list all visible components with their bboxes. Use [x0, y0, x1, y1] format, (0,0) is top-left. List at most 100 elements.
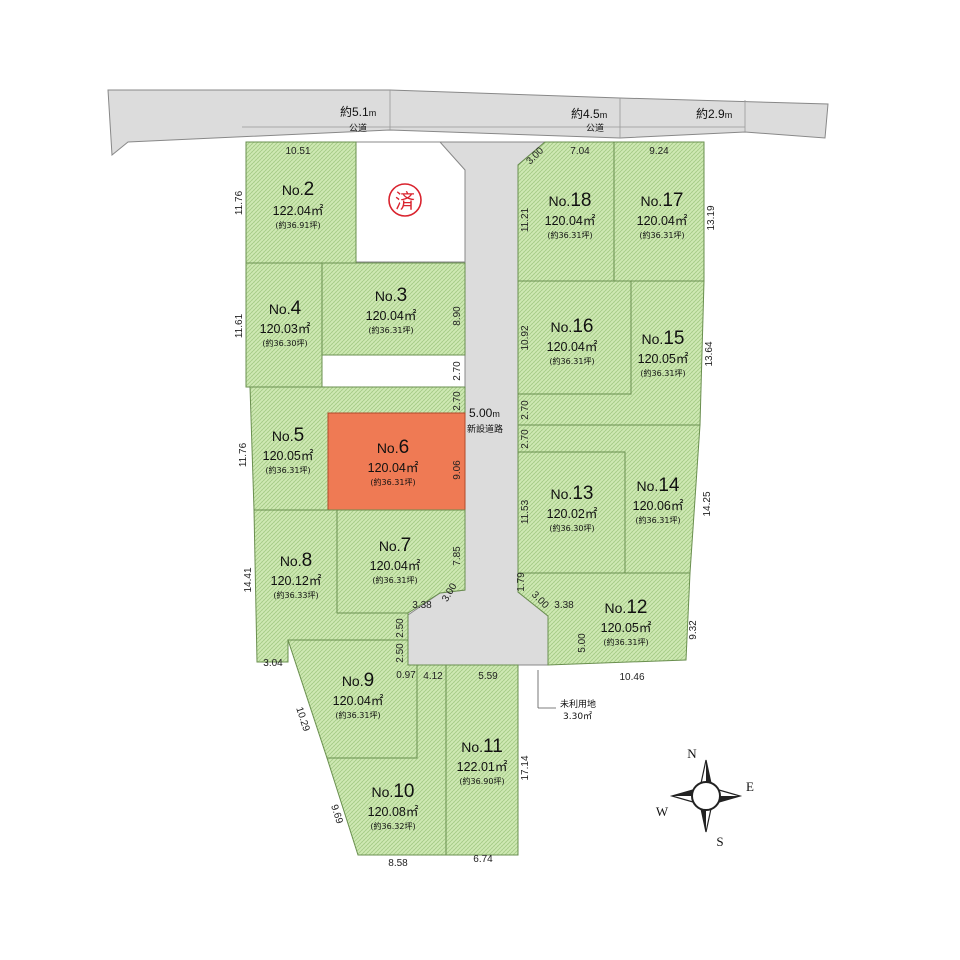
dimension-label: 14.25 — [702, 491, 713, 516]
svg-text:(約36.31坪): (約36.31坪) — [265, 465, 310, 475]
compass-east: E — [746, 779, 754, 794]
lot-6[interactable] — [327, 412, 466, 511]
lot-18-label: No.18 120.04㎡ (約36.31坪) — [545, 190, 596, 240]
lot-16-label: No.16 120.04㎡ (約36.31坪) — [547, 316, 598, 366]
svg-text:(約36.32坪): (約36.32坪) — [370, 821, 415, 831]
svg-text:No.10: No.10 — [372, 781, 415, 802]
svg-text:120.12㎡: 120.12㎡ — [271, 574, 322, 588]
dimension-label: 2.70 — [452, 361, 463, 381]
dimension-label: 2.50 — [395, 643, 406, 663]
unused-land-area: 3.30㎡ — [563, 711, 592, 722]
lot-7-label: No.7 120.04㎡ (約36.31坪) — [370, 535, 421, 585]
dimension-label: 4.12 — [423, 671, 443, 682]
lot-16[interactable] — [517, 280, 632, 395]
dimension-label: 5.00 — [577, 633, 588, 653]
svg-text:120.08㎡: 120.08㎡ — [368, 805, 419, 819]
svg-text:120.05㎡: 120.05㎡ — [638, 352, 689, 366]
compass-north: N — [687, 746, 697, 761]
dimension-label: 14.41 — [243, 567, 254, 592]
dimension-label: 3.04 — [263, 658, 283, 669]
compass-south: S — [716, 834, 723, 849]
unused-land-label: 未利用地 — [560, 698, 596, 710]
svg-text:120.04㎡: 120.04㎡ — [370, 559, 421, 573]
svg-text:120.04㎡: 120.04㎡ — [333, 694, 384, 708]
svg-text:No.4: No.4 — [269, 298, 302, 319]
dimension-label: 10.51 — [285, 146, 310, 157]
svg-text:122.04㎡: 122.04㎡ — [273, 204, 324, 218]
new-road-width: 5.00m — [469, 406, 500, 420]
svg-text:No.3: No.3 — [375, 285, 407, 306]
dimension-label: 6.74 — [473, 854, 493, 865]
svg-text:(約36.31坪): (約36.31坪) — [372, 575, 417, 585]
dimension-label: 11.53 — [520, 499, 531, 524]
svg-text:No.8: No.8 — [280, 550, 312, 571]
lot-7[interactable] — [336, 509, 466, 614]
new-road-name: 新設道路 — [467, 423, 503, 435]
svg-text:No.18: No.18 — [549, 190, 592, 211]
dimension-label: 5.59 — [478, 671, 498, 682]
lot-3-label: No.3 120.04㎡ (約36.31坪) — [366, 285, 417, 335]
dimension-label: 9.06 — [452, 460, 463, 480]
svg-text:(約36.91坪): (約36.91坪) — [275, 220, 320, 230]
dimension-label: 11.76 — [234, 190, 245, 215]
dimension-label: 11.21 — [520, 207, 531, 232]
road-name-2: 公道 — [586, 122, 604, 134]
lot-15-label: No.15 120.05㎡ (約36.31坪) — [638, 328, 689, 378]
dimension-label: 2.50 — [395, 618, 406, 638]
dimension-label: 10.29 — [293, 706, 311, 734]
dimension-label: 3.38 — [554, 600, 574, 611]
lot-12[interactable] — [517, 572, 691, 666]
svg-text:No.5: No.5 — [272, 425, 304, 446]
lot-8-label: No.8 120.12㎡ (約36.33坪) — [271, 550, 322, 600]
sold-stamp-text: 済 — [395, 189, 415, 213]
lot-14-label: No.14 120.06㎡ (約36.31坪) — [633, 475, 684, 525]
lot-4-label: No.4 120.03㎡ (約36.30坪) — [260, 298, 311, 348]
svg-text:120.02㎡: 120.02㎡ — [547, 507, 598, 521]
lot-11[interactable] — [445, 664, 519, 856]
svg-text:120.04㎡: 120.04㎡ — [368, 461, 419, 475]
svg-text:120.05㎡: 120.05㎡ — [601, 621, 652, 635]
svg-text:120.03㎡: 120.03㎡ — [260, 322, 311, 336]
svg-text:No.13: No.13 — [551, 483, 594, 504]
lot-2-label: No.2 122.04㎡ (約36.91坪) — [273, 179, 324, 230]
svg-text:(約36.30坪): (約36.30坪) — [549, 523, 594, 533]
road-name-1: 公道 — [349, 122, 367, 134]
svg-text:No.6: No.6 — [377, 437, 409, 458]
svg-text:(約36.31坪): (約36.31坪) — [640, 368, 685, 378]
svg-text:(約36.31坪): (約36.31坪) — [547, 230, 592, 240]
svg-text:No.11: No.11 — [461, 736, 503, 757]
lot-11-label: No.11 122.01㎡ (約36.90坪) — [457, 736, 508, 786]
lot-10-label: No.10 120.08㎡ (約36.32坪) — [368, 781, 419, 831]
dimension-label: 10.92 — [520, 325, 531, 350]
lot-9-label: No.9 120.04㎡ (約36.31坪) — [333, 670, 384, 720]
svg-text:(約36.31坪): (約36.31坪) — [370, 477, 415, 487]
compass: N E S W — [656, 746, 754, 849]
svg-text:No.14: No.14 — [637, 475, 680, 496]
lot-17[interactable] — [613, 141, 705, 282]
lot-2[interactable] — [245, 141, 357, 264]
svg-text:120.04㎡: 120.04㎡ — [545, 214, 596, 228]
dimension-label: 2.70 — [520, 400, 531, 420]
svg-text:(約36.31坪): (約36.31坪) — [368, 325, 413, 335]
svg-text:122.01㎡: 122.01㎡ — [457, 760, 508, 774]
svg-text:(約36.31坪): (約36.31坪) — [603, 637, 648, 647]
dimension-label: 8.90 — [452, 306, 463, 326]
dimension-label: 2.70 — [520, 429, 531, 449]
dimension-label: 11.76 — [238, 442, 249, 467]
svg-text:(約36.90坪): (約36.90坪) — [459, 776, 504, 786]
svg-text:No.12: No.12 — [605, 597, 648, 618]
svg-text:No.17: No.17 — [641, 190, 684, 211]
lot-3[interactable] — [321, 262, 466, 356]
dimension-label: 3.38 — [412, 600, 432, 611]
svg-text:120.05㎡: 120.05㎡ — [263, 449, 314, 463]
compass-west: W — [656, 804, 669, 819]
svg-text:(約36.31坪): (約36.31坪) — [335, 710, 380, 720]
svg-text:(約36.31坪): (約36.31坪) — [639, 230, 684, 240]
svg-text:No.9: No.9 — [342, 670, 374, 691]
dimension-label: 13.64 — [704, 341, 715, 366]
dimension-label: 11.61 — [234, 313, 245, 338]
sold-stamp — [388, 183, 422, 217]
dimension-label: 1.79 — [516, 572, 527, 592]
lot-4[interactable] — [245, 262, 323, 388]
dimension-label: 2.70 — [452, 391, 463, 411]
